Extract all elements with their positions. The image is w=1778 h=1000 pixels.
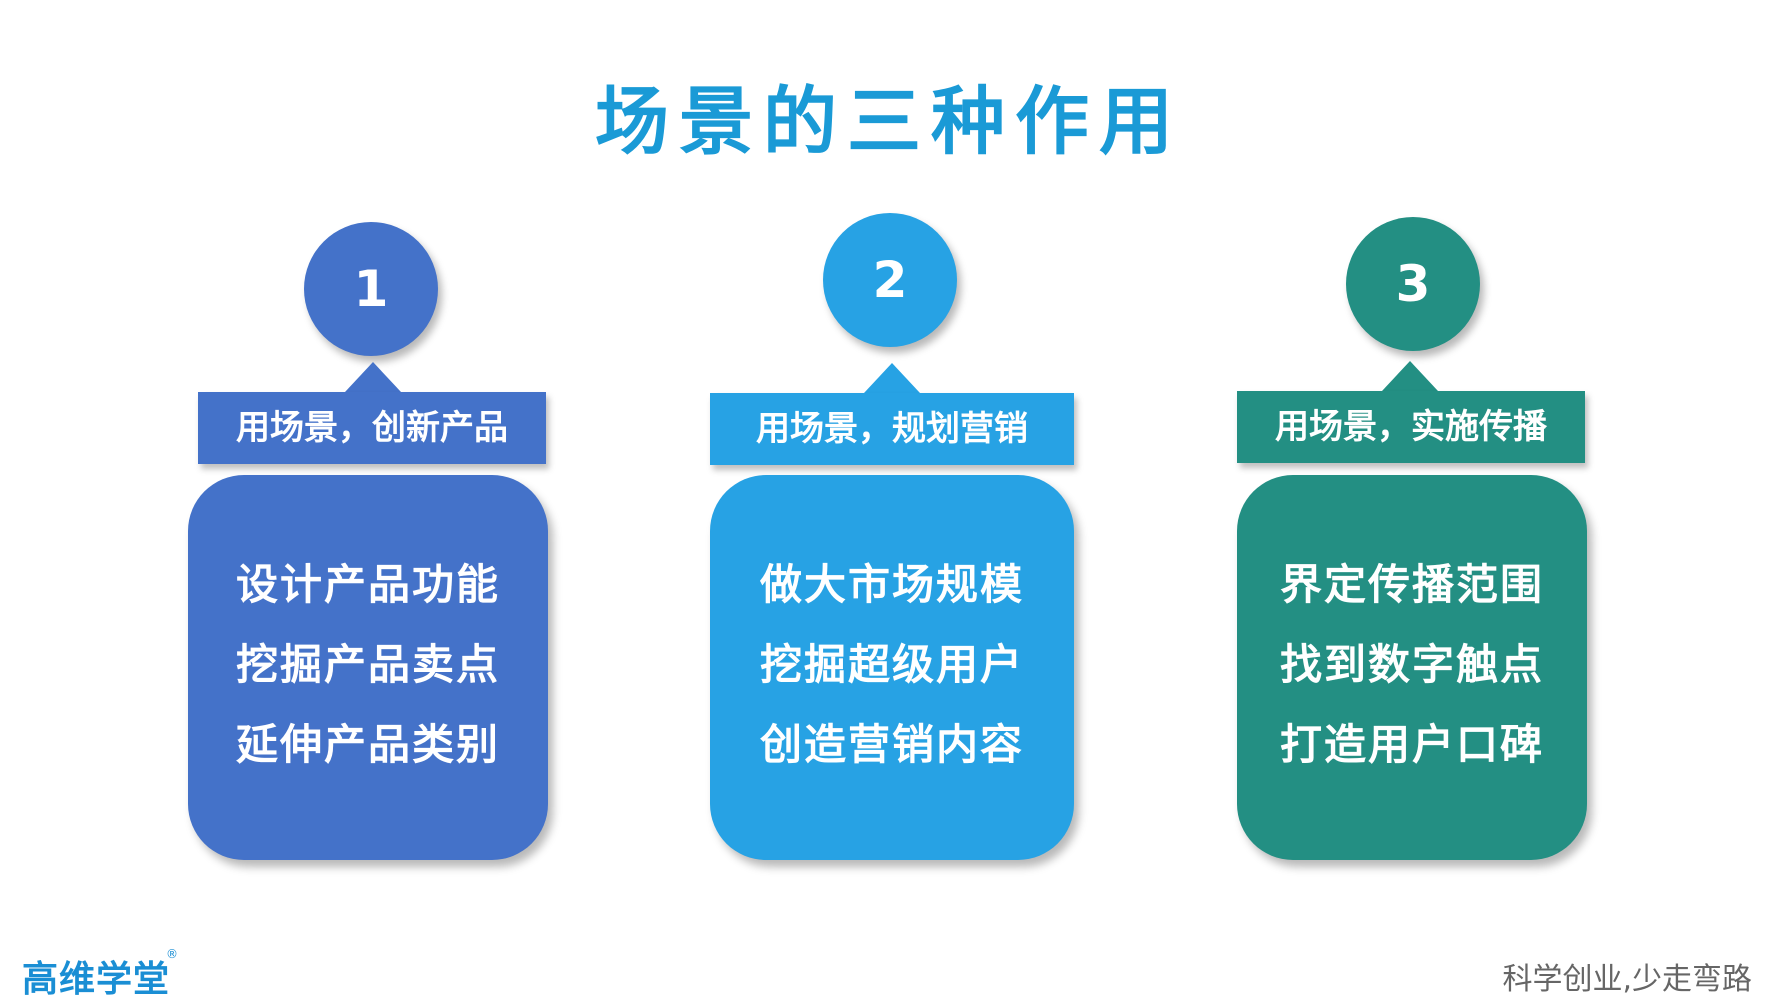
card-item: 挖掘产品卖点: [235, 640, 500, 689]
card-item: 挖掘超级用户: [759, 640, 1024, 689]
role-card-1: 设计产品功能 挖掘产品卖点 延伸产品类别: [188, 475, 548, 860]
role-tag-1: 用场景，创新产品: [198, 392, 546, 464]
slide-title: 场景的三种作用: [595, 79, 1183, 165]
registered-mark: ®: [166, 947, 178, 961]
card-item: 找到数字触点: [1279, 640, 1544, 689]
number-badge-2: 2: [823, 213, 957, 347]
role-tag-2: 用场景，规划营销: [710, 393, 1074, 465]
number-badge-3: 3: [1346, 217, 1480, 351]
role-column-2: 2 用场景，规划营销 做大市场规模 挖掘超级用户 创造营销内容: [710, 0, 1074, 1000]
role-column-1: 1 用场景，创新产品 设计产品功能 挖掘产品卖点 延伸产品类别: [188, 0, 548, 1000]
card-item: 创造营销内容: [759, 720, 1024, 769]
tag-pointer-3: [1382, 361, 1438, 391]
card-item: 设计产品功能: [235, 560, 500, 609]
tag-pointer-1: [345, 362, 401, 392]
card-item: 界定传播范围: [1279, 560, 1544, 609]
tag-pointer-2: [864, 363, 920, 393]
card-item: 延伸产品类别: [235, 720, 500, 769]
brand-logo: 高维学堂: [22, 959, 171, 1000]
slogan: 科学创业,少走弯路: [1502, 962, 1752, 997]
role-column-3: 3 用场景，实施传播 界定传播范围 找到数字触点 打造用户口碑: [1237, 0, 1597, 1000]
card-item: 做大市场规模: [759, 560, 1024, 609]
role-card-3: 界定传播范围 找到数字触点 打造用户口碑: [1237, 475, 1587, 860]
number-badge-1: 1: [304, 222, 438, 356]
role-card-2: 做大市场规模 挖掘超级用户 创造营销内容: [710, 475, 1074, 860]
card-item: 打造用户口碑: [1279, 720, 1544, 769]
role-tag-3: 用场景，实施传播: [1237, 391, 1585, 463]
